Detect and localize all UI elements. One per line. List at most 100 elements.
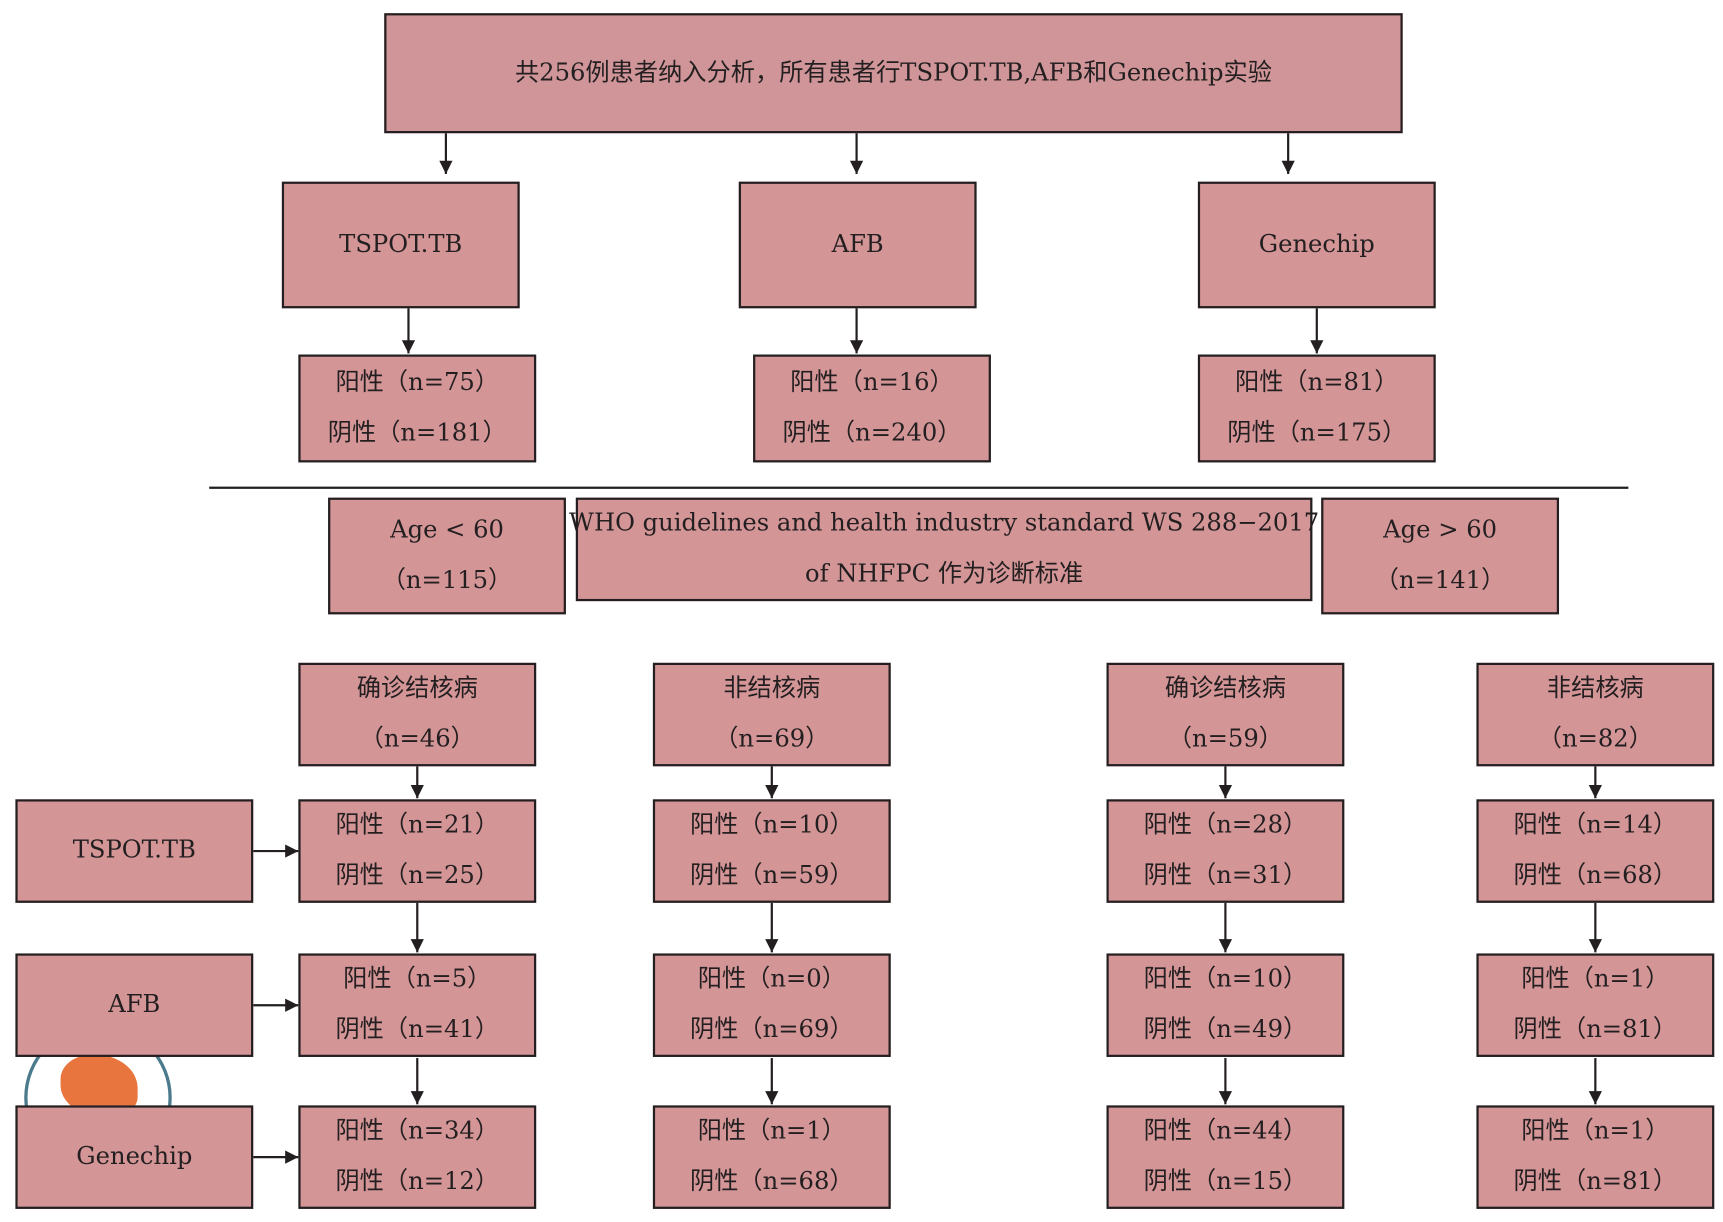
result-box-1-1: 阳性（n=0） 阴性（n=69）	[652, 953, 891, 1057]
result-box-2-2-line-1: 阳性（n=44）	[1143, 1117, 1308, 1146]
result-box-2-2: 阳性（n=44） 阴性（n=15）	[1106, 1105, 1345, 1209]
test-result-box-2-line-1: 阳性（n=81）	[1234, 368, 1399, 397]
row-label-1-line-1: AFB	[108, 990, 161, 1019]
test-box-1: AFB	[738, 181, 977, 309]
group-box-0: 确诊结核病 （n=46）	[298, 662, 537, 767]
arrowhead	[1218, 785, 1233, 799]
result-box-1-0-line-1: 阳性（n=10）	[689, 811, 854, 839]
arrowhead	[285, 1150, 299, 1164]
row-label-2-line-1: Genechip	[76, 1142, 193, 1171]
result-box-3-2: 阳性（n=1）阴性（n=81）	[1476, 1105, 1715, 1209]
test-result-box-2: 阳性（n=81） 阴性（n=175）	[1197, 354, 1436, 463]
arrowhead	[765, 939, 779, 953]
group-box-0-line-1: 确诊结核病	[356, 674, 478, 703]
result-box-3-1-line-2: 阴性（n=81）	[1513, 1016, 1678, 1044]
age-under-60-box-line-2: （n=115）	[381, 567, 513, 595]
arrowhead	[849, 340, 864, 354]
group-box-2-line-1: 确诊结核病	[1164, 674, 1286, 703]
result-box-1-0-line-2: 阴性（n=59）	[689, 862, 854, 890]
age-under-60-box: Age < 60（n=115）	[328, 497, 566, 615]
result-box-1-2-line-1: 阳性（n=1）	[697, 1117, 846, 1146]
group-box-0-line-2: （n=46）	[359, 725, 475, 754]
group-box-1: 非结核病 （n=69）	[652, 662, 891, 767]
group-box-2-line-2: （n=59）	[1167, 725, 1283, 754]
test-result-box-0-line-2: 阴性（n=181）	[327, 419, 507, 448]
test-result-box-2-line-2: 阴性（n=175）	[1227, 419, 1407, 448]
arrowhead	[1588, 939, 1602, 953]
arrowhead	[439, 160, 453, 174]
test-result-box-1-line-1: 阳性（n=16）	[790, 368, 954, 397]
row-label-0-line-1: TSPOT.TB	[72, 836, 196, 865]
diagnostic-standard-box-line-1: WHO guidelines and health industry stand…	[569, 509, 1320, 538]
result-box-3-2-line-1: 阳性（n=1）	[1521, 1117, 1670, 1146]
age-over-60-box-line-1: Age > 60	[1383, 516, 1498, 544]
test-result-box-0-line-1: 阳性（n=75）	[335, 368, 500, 397]
result-box-3-0: 阳性（n=14） 阴性（n=68）	[1476, 799, 1715, 903]
arrowhead	[1588, 1091, 1602, 1105]
result-box-0-1-line-1: 阳性（n=5）	[343, 965, 492, 994]
row-label-0: TSPOT.TB	[15, 799, 254, 903]
result-box-0-1: 阳性（n=5） 阴性（n=41）	[298, 953, 537, 1057]
result-box-2-1: 阳性（n=10） 阴性（n=49）	[1106, 953, 1345, 1057]
result-box-0-1-line-2: 阴性（n=41）	[335, 1016, 500, 1044]
result-box-1-1-line-1: 阳性（n=0）	[697, 965, 846, 994]
test-result-box-0: 阳性（n=75） 阴性（n=181）	[298, 354, 537, 463]
result-box-0-0: 阳性（n=21） 阴性（n=25）	[298, 799, 537, 903]
group-box-1-line-2: （n=69）	[714, 725, 830, 754]
test-box-1-line-1: AFB	[831, 230, 884, 259]
test-box-0: TSPOT.TB	[281, 181, 520, 309]
header-box-line-1: 共256例患者纳入分析，所有患者行TSPOT.TB,AFB和Genechip实验	[514, 58, 1272, 87]
arrowhead	[1218, 939, 1233, 953]
arrowhead	[1281, 160, 1295, 174]
result-box-3-0-line-1: 阳性（n=14）	[1513, 811, 1678, 839]
arrowhead	[849, 160, 864, 174]
arrowhead	[410, 1091, 424, 1105]
group-box-3: 非结核病 （n=82）	[1476, 662, 1715, 767]
result-box-3-1-line-1: 阳性（n=1）	[1521, 965, 1670, 994]
age-over-60-box-line-2: （n=141）	[1374, 567, 1506, 595]
age-over-60-box: Age > 60 （n=141）	[1321, 497, 1560, 615]
group-box-1-line-1: 非结核病	[723, 674, 821, 703]
result-box-0-2-line-1: 阳性（n=34）	[335, 1117, 500, 1146]
result-box-0-0-line-2: 阴性（n=25）	[335, 862, 500, 890]
arrowhead	[765, 785, 779, 799]
result-box-1-1-line-2: 阴性（n=69）	[689, 1016, 854, 1044]
result-box-2-1-line-2: 阴性（n=49）	[1143, 1016, 1308, 1044]
group-box-2: 确诊结核病 （n=59）	[1106, 662, 1345, 767]
row-label-2: Genechip	[15, 1105, 254, 1209]
result-box-0-0-line-1: 阳性（n=21）	[335, 811, 500, 839]
row-label-1: AFB	[15, 953, 254, 1057]
result-box-2-0: 阳性（n=28） 阴性（n=31）	[1106, 799, 1345, 903]
arrowhead	[1218, 1091, 1233, 1105]
arrowhead	[1588, 785, 1602, 799]
arrowhead	[401, 340, 416, 354]
result-box-0-2-line-2: 阴性（n=12）	[335, 1168, 500, 1196]
header-box: 共256例患者纳入分析，所有患者行TSPOT.TB,AFB和Genechip实验	[384, 13, 1403, 134]
group-box-3-line-2: （n=82）	[1537, 725, 1653, 754]
arrowhead	[1310, 340, 1324, 354]
result-box-2-0-line-2: 阴性（n=31）	[1143, 862, 1308, 890]
result-box-3-1: 阳性（n=1） 阴性（n=81）	[1476, 953, 1715, 1057]
result-box-2-0-line-1: 阳性（n=28）	[1143, 811, 1308, 839]
result-box-1-2-line-2: 阴性（n=68）	[689, 1168, 854, 1196]
test-box-2-line-1: Genechip	[1258, 230, 1375, 259]
result-box-3-0-line-2: 阴性（n=68）	[1513, 862, 1678, 890]
arrowhead	[285, 844, 299, 858]
group-box-3-line-1: 非结核病	[1546, 674, 1644, 703]
arrowhead	[410, 939, 424, 953]
diagnostic-standard-box: WHO guidelines and health industry stand…	[569, 497, 1319, 602]
diagnostic-standard-box-line-2: of NHFPC 作为诊断标准	[804, 560, 1084, 588]
arrowhead	[765, 1091, 779, 1105]
result-box-1-0: 阳性（n=10） 阴性（n=59）	[652, 799, 891, 903]
result-box-1-2: 阳性（n=1） 阴性（n=68）	[652, 1105, 891, 1209]
arrowhead	[285, 998, 299, 1012]
test-box-0-line-1: TSPOT.TB	[339, 230, 463, 259]
arrowhead	[410, 785, 424, 799]
test-result-box-1-line-2: 阴性（n=240）	[782, 419, 962, 448]
result-box-2-2-line-2: 阴性（n=15）	[1143, 1168, 1308, 1196]
result-box-2-1-line-1: 阳性（n=10）	[1143, 965, 1308, 994]
test-box-2: Genechip	[1197, 181, 1436, 309]
test-result-box-1: 阳性（n=16） 阴性（n=240）	[753, 354, 991, 463]
